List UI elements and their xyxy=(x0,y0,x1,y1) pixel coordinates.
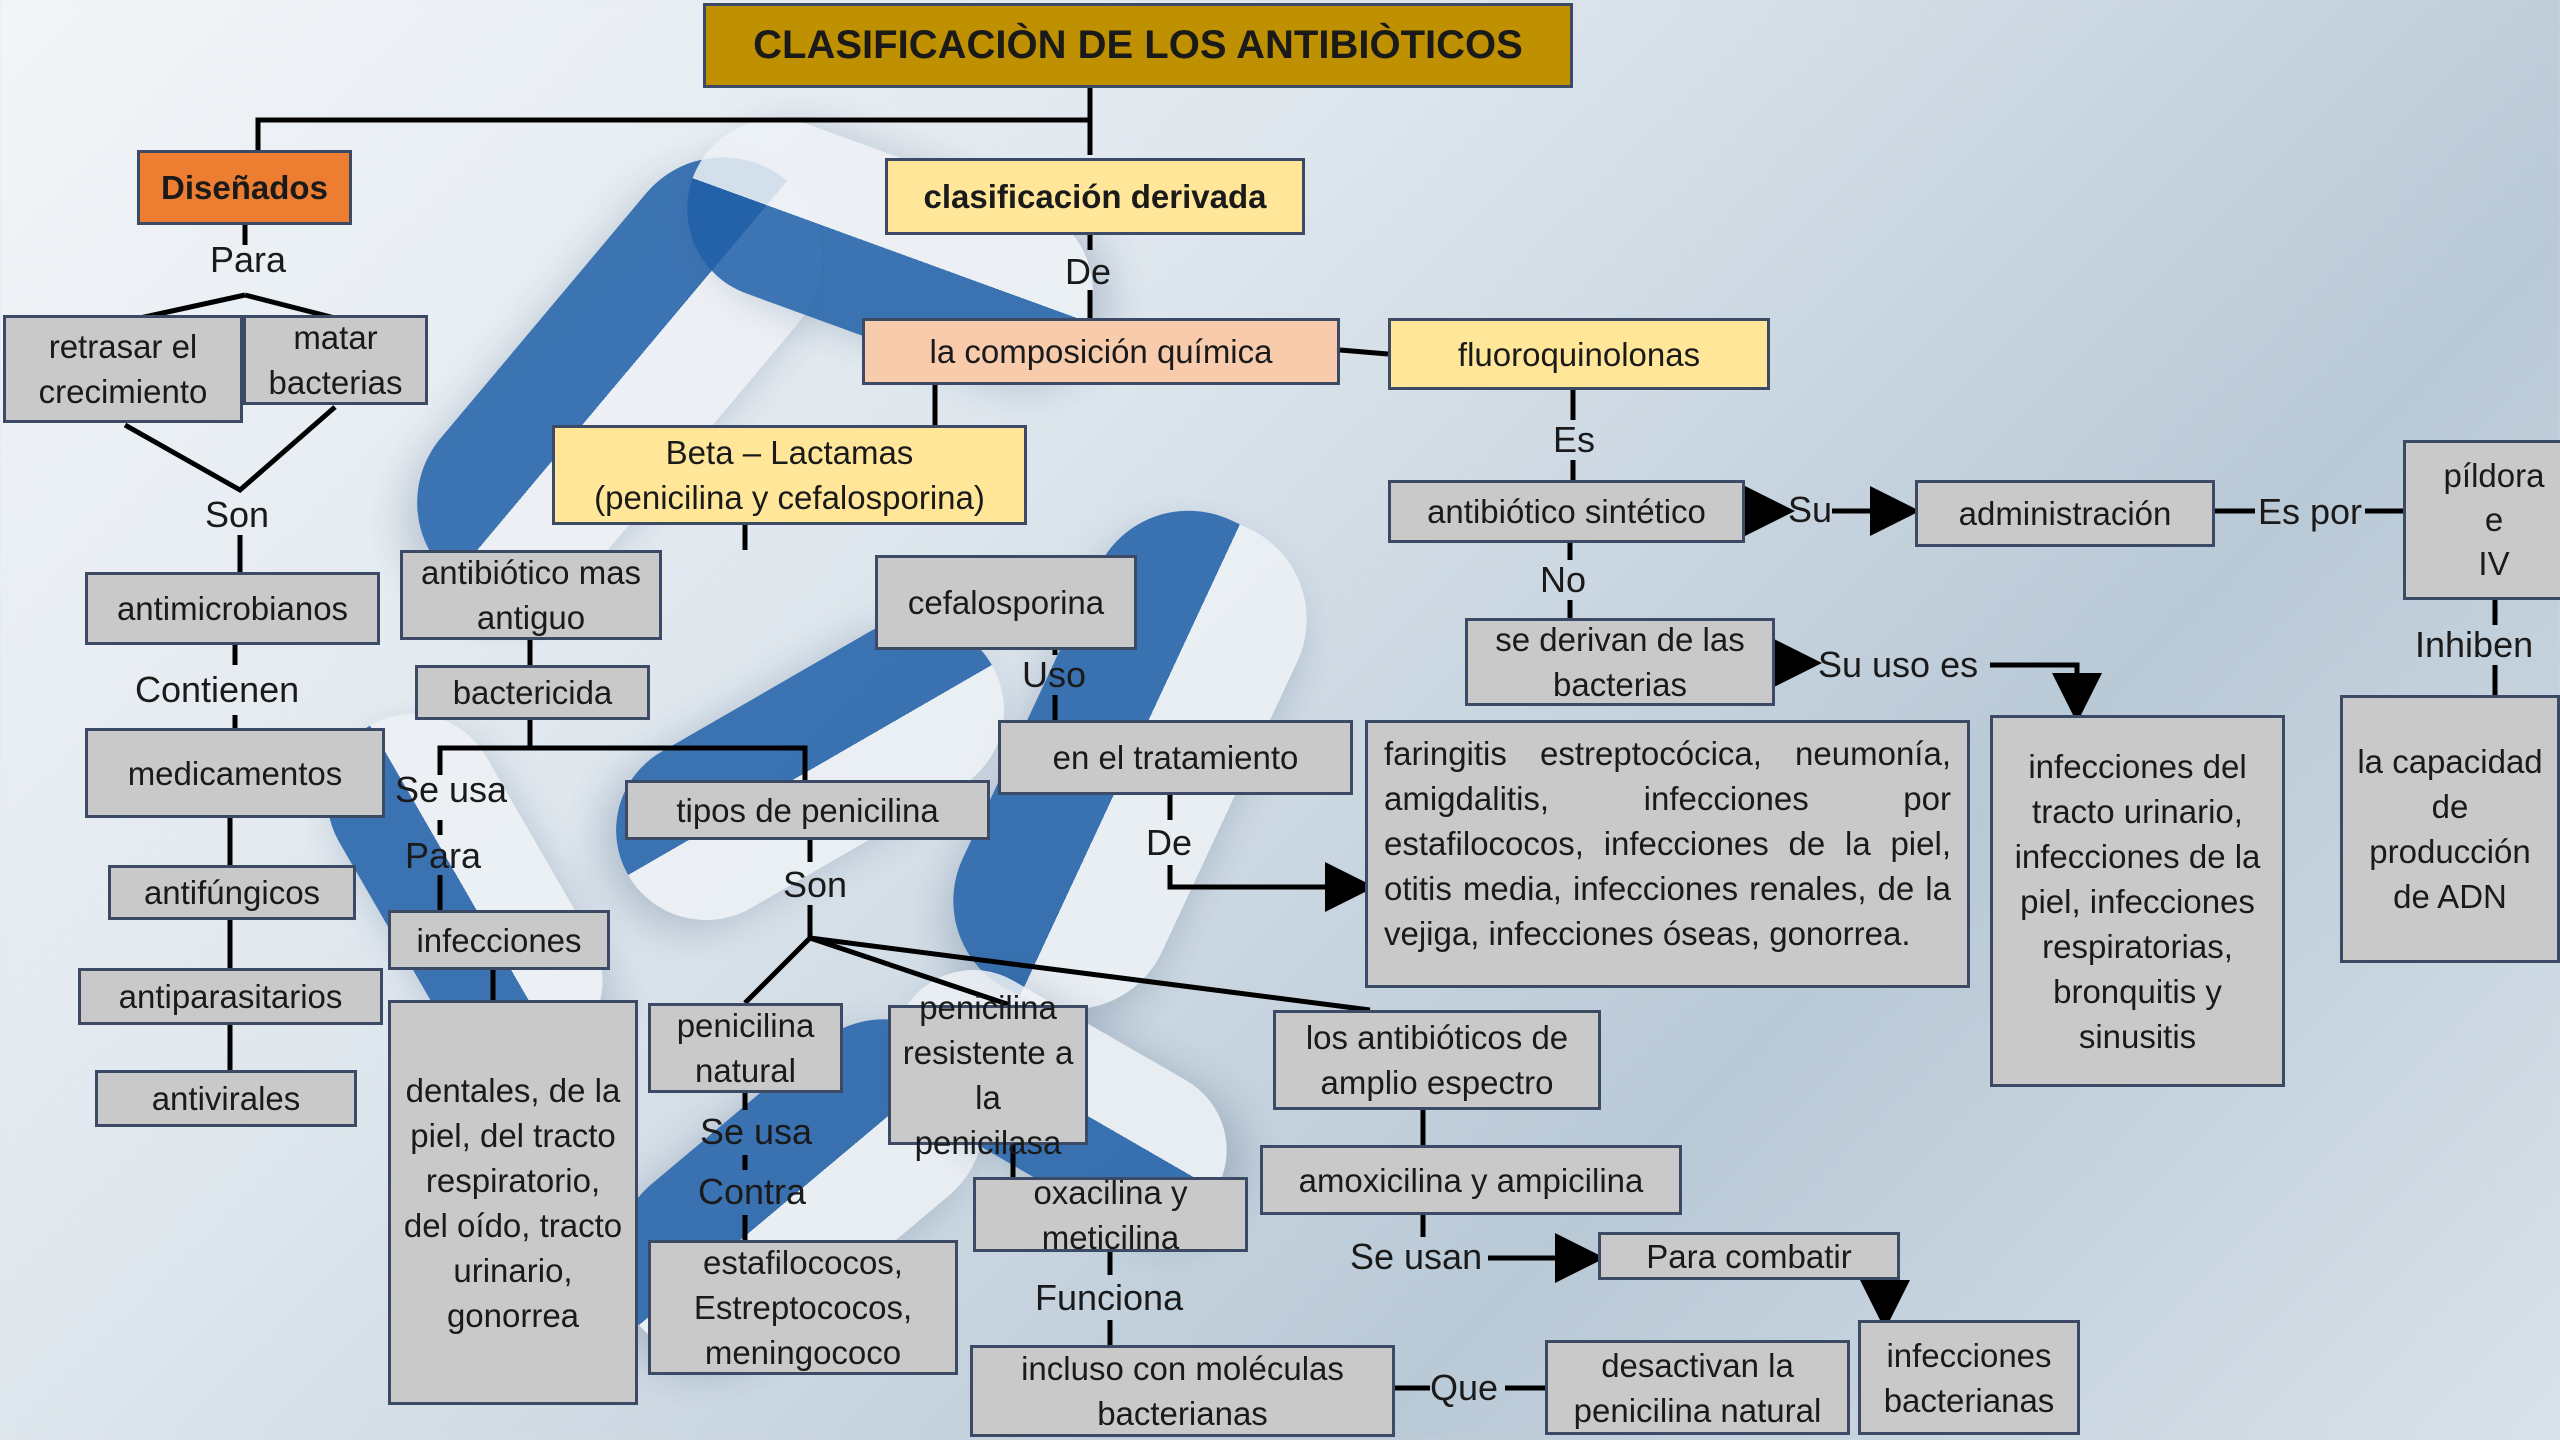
connector-contra: Contra xyxy=(698,1171,807,1212)
node-penicilina-resistente: penicilina resistente a la penicilasa xyxy=(888,989,1088,1161)
connector-uso: Uso xyxy=(1022,654,1087,695)
node-faringitis: faringitis estreptocócica, neumonía, ami… xyxy=(1365,720,1970,988)
connector-no: No xyxy=(1540,559,1587,600)
connector-se-usa: Se usa xyxy=(395,769,508,810)
node-oxacilina: oxacilina y meticilina xyxy=(973,1174,1248,1256)
connector-es-por: Es por xyxy=(2258,491,2363,532)
node-infecciones: infecciones xyxy=(388,910,610,970)
diagram-title: CLASIFICACIÒN DE LOS ANTIBIÒTICOS xyxy=(703,3,1573,88)
node-infecciones-lista: dentales, de la piel, del tracto respira… xyxy=(388,1000,638,1405)
node-medicamentos: medicamentos xyxy=(85,728,385,818)
connector-son: Son xyxy=(783,864,848,905)
connector-para: Para xyxy=(405,835,482,876)
node-bactericida: bactericida xyxy=(415,665,650,720)
connector-su-uso-es: Su uso es xyxy=(1818,644,1979,685)
node-antivirales: antivirales xyxy=(95,1070,357,1127)
node-infecciones-urinario: infecciones del tracto urinario, infecci… xyxy=(1990,715,2285,1087)
node-estafilococos: estafilococos, Estreptococos, meningococ… xyxy=(648,1240,958,1375)
node-para-combatir: Para combatir xyxy=(1598,1232,1900,1280)
connector-es: Es xyxy=(1553,419,1596,460)
node-pildora: píldora e IV xyxy=(2403,440,2560,600)
node-clasificacion-derivada: clasificación derivada xyxy=(885,158,1305,235)
node-retrasar: retrasar el crecimiento xyxy=(3,315,243,423)
node-beta-lactamas: Beta – Lactamas (penicilina y cefalospor… xyxy=(552,425,1027,525)
connector-de: De xyxy=(1065,251,1112,292)
node-administracion: administración xyxy=(1915,480,2215,547)
connector-su: Su xyxy=(1788,489,1833,530)
node-cefalosporina: cefalosporina xyxy=(875,555,1137,650)
node-moleculas: incluso con moléculas bacterianas xyxy=(970,1345,1395,1437)
node-matar: matar bacterias xyxy=(243,315,428,405)
connector-inhiben: Inhiben xyxy=(2415,624,2534,665)
node-se-derivan: se derivan de las bacterias xyxy=(1465,618,1775,706)
node-antiparasitarios: antiparasitarios xyxy=(78,968,383,1025)
connector-son: Son xyxy=(205,494,270,535)
node-composicion: la composición química xyxy=(862,318,1340,385)
node-antimicrobianos: antimicrobianos xyxy=(85,572,380,645)
node-antibiotico-sintetico: antibiótico sintético xyxy=(1388,480,1745,543)
node-tipos-penicilina: tipos de penicilina xyxy=(625,780,990,840)
node-infecciones-bacterianas: infecciones bacterianas xyxy=(1858,1320,2080,1435)
node-penicilina-natural: penicilina natural xyxy=(648,1003,843,1093)
connector-para: Para xyxy=(210,239,287,280)
node-tratamiento: en el tratamiento xyxy=(998,720,1353,795)
node-antibiotico-antiguo: antibiótico mas antiguo xyxy=(400,550,662,640)
node-disenados: Diseñados xyxy=(137,150,352,225)
connector-se-usan: Se usan xyxy=(1350,1236,1483,1277)
connector-contienen: Contienen xyxy=(135,669,300,710)
node-amplio-espectro: los antibióticos de amplio espectro xyxy=(1273,1010,1601,1110)
node-amoxicilina: amoxicilina y ampicilina xyxy=(1260,1145,1682,1215)
node-antifungicos: antifúngicos xyxy=(108,865,356,920)
connector-que: Que xyxy=(1430,1367,1499,1408)
connector-funciona: Funciona xyxy=(1035,1277,1184,1318)
connector-de: De xyxy=(1146,822,1193,863)
node-adn: la capacidad de producción de ADN xyxy=(2340,695,2560,963)
connector-se-usa: Se usa xyxy=(700,1111,813,1152)
node-fluoroquinolonas: fluoroquinolonas xyxy=(1388,318,1770,390)
node-desactivan: desactivan la penicilina natural xyxy=(1545,1340,1850,1435)
